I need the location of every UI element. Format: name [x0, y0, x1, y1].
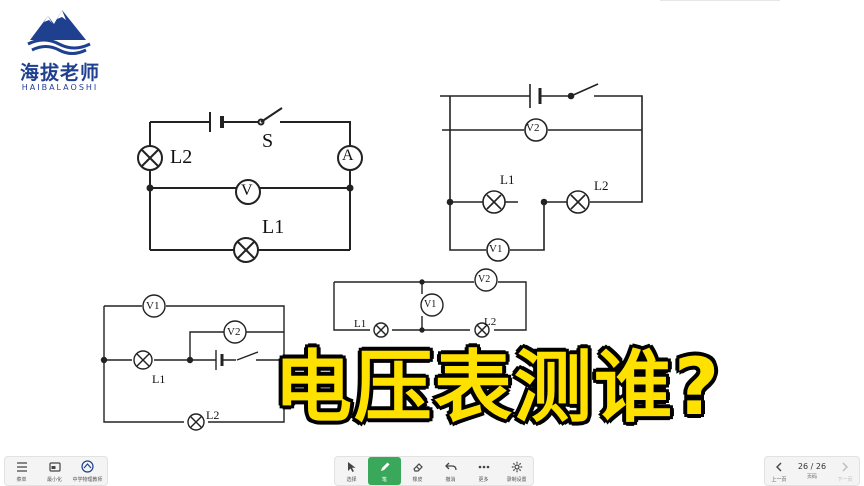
circuit2-label-V1: V1 — [489, 243, 503, 255]
circuit4-label-L2: L2 — [484, 316, 497, 328]
circuit1-label-L2: L2 — [170, 146, 193, 168]
pen-tool-label: 笔 — [381, 476, 387, 483]
page-indicator[interactable]: 26 / 26 页码 — [793, 457, 831, 485]
undo-button[interactable]: 撤消 — [434, 457, 467, 485]
chevron-right-icon — [838, 460, 852, 474]
record-settings-button[interactable]: 录制设置 — [500, 457, 533, 485]
chevron-left-icon — [772, 460, 786, 474]
page-number: 26 / 26 — [797, 462, 827, 471]
pen-tool-button[interactable]: 笔 — [368, 457, 401, 485]
next-page-label: 下一页 — [837, 476, 853, 483]
minimize-button[interactable]: 最小化 — [38, 457, 71, 485]
toolbar-middle: 选择 笔 橡皮 撤消 更多 录制设置 — [334, 456, 534, 486]
school-profile-button[interactable]: 中学物理教师 — [71, 457, 104, 485]
record-settings-label: 录制设置 — [506, 476, 527, 483]
menu-button[interactable]: 菜单 — [5, 457, 38, 485]
circuit1-label-V: V — [241, 182, 253, 199]
next-page-button[interactable]: 下一页 — [831, 457, 859, 485]
circuit3-label-V2: V2 — [227, 326, 241, 338]
circuit3-label-V1: V1 — [146, 300, 160, 312]
toolbar-left: 菜单 最小化 中学物理教师 — [4, 456, 108, 486]
circuit1-label-A: A — [342, 147, 354, 164]
circuit2-label-L1: L1 — [500, 172, 515, 187]
undo-icon — [444, 460, 458, 474]
brand-logo: 海拔老师 HAIBALAOSHI — [10, 6, 110, 94]
cursor-icon — [345, 460, 359, 474]
undo-label: 撤消 — [445, 476, 456, 483]
more-button[interactable]: 更多 — [467, 457, 500, 485]
school-profile-label: 中学物理教师 — [72, 476, 103, 483]
menu-label: 菜单 — [16, 476, 27, 483]
minimize-label: 最小化 — [46, 476, 62, 483]
menu-icon — [15, 460, 29, 474]
question-title: 电压表测谁? — [274, 343, 722, 433]
more-label: 更多 — [478, 476, 489, 483]
circuit3-label-L1: L1 — [152, 372, 166, 386]
prev-page-button[interactable]: 上一页 — [765, 457, 793, 485]
brand-subtitle: HAIBALAOSHI — [21, 83, 99, 92]
mountain-logo-icon — [27, 10, 91, 55]
circuit4-label-V1: V1 — [424, 299, 437, 310]
pen-icon — [378, 460, 392, 474]
circuit-diagram-2: V2 L1 L2 V1 — [430, 74, 660, 264]
eraser-tool-label: 橡皮 — [412, 476, 423, 483]
circuit-diagram-1: L2 S A V L1 — [130, 100, 370, 270]
brand-name: 海拔老师 — [19, 62, 100, 84]
school-logo-icon — [81, 460, 95, 474]
top-divider — [660, 0, 780, 1]
toolbar-right: 上一页 26 / 26 页码 下一页 — [764, 456, 860, 486]
page-label: 页码 — [806, 474, 817, 480]
circuit2-label-L2: L2 — [594, 178, 609, 193]
minimize-icon — [48, 460, 62, 474]
circuit3-label-L2: L2 — [206, 408, 220, 422]
circuit4-label-V2: V2 — [478, 274, 491, 285]
circuit1-label-L1: L1 — [262, 216, 285, 238]
eraser-tool-button[interactable]: 橡皮 — [401, 457, 434, 485]
prev-page-label: 上一页 — [771, 476, 787, 483]
circuit-diagram-3: V1 V2 L1 L2 — [96, 292, 296, 432]
eraser-icon — [411, 460, 425, 474]
more-icon — [477, 460, 491, 474]
circuit2-label-V2: V2 — [526, 122, 540, 134]
circuit1-label-S: S — [262, 130, 274, 152]
select-tool-label: 选择 — [346, 476, 357, 483]
circuit4-label-L1: L1 — [354, 318, 367, 330]
settings-icon — [510, 460, 524, 474]
select-tool-button[interactable]: 选择 — [335, 457, 368, 485]
circuit-diagram-4: V2 V1 L1 L2 — [326, 266, 536, 346]
